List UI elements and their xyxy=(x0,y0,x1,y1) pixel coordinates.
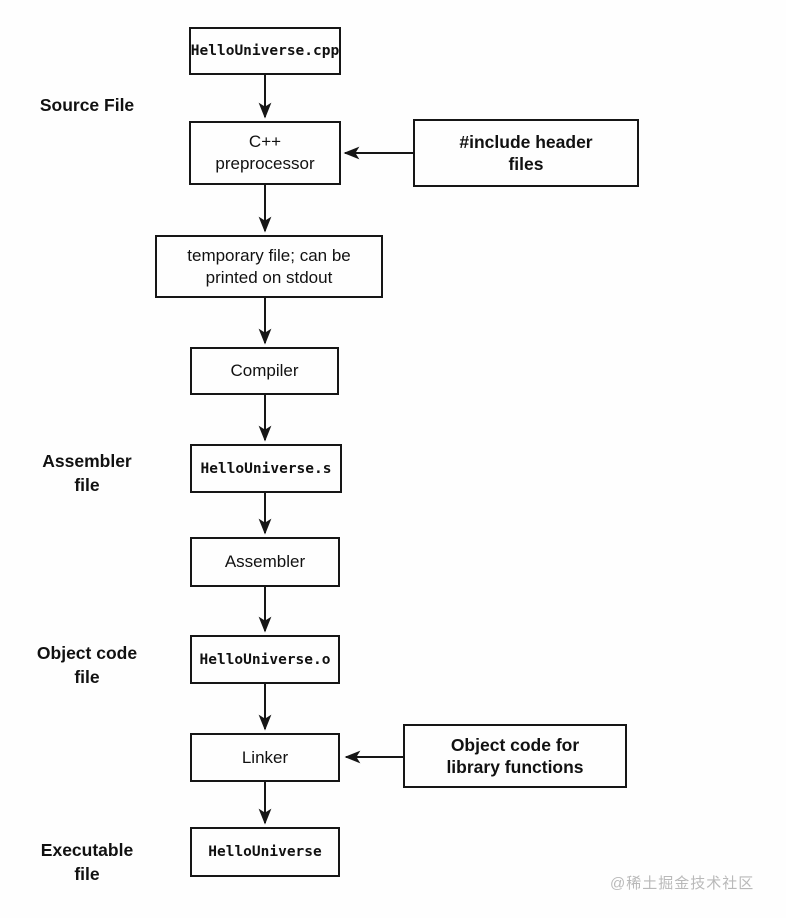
stage-label-object-code-file: Object code file xyxy=(36,643,138,687)
stage-label-executable-file: Executable file xyxy=(40,840,134,884)
node-assembler-file-box: HelloUniverse.s xyxy=(190,444,342,493)
watermark-text: @稀土掘金技术社区 xyxy=(610,875,755,892)
node-library-objects-box: Object code for library functions xyxy=(403,724,627,788)
node-executable-box: HelloUniverse xyxy=(190,827,340,877)
stage-label-source-file: Source File xyxy=(39,95,135,115)
node-linker-box: Linker xyxy=(190,733,340,782)
node-assembler-box: Assembler xyxy=(190,537,340,587)
node-temporary-file-box: temporary file; can be printed on stdout xyxy=(155,235,383,298)
node-object-file-box: HelloUniverse.o xyxy=(190,635,340,684)
node-preprocessor-box: C++ preprocessor xyxy=(189,121,341,185)
node-compiler-box: Compiler xyxy=(190,347,339,395)
node-source-file-box: HelloUniverse.cpp xyxy=(189,27,341,75)
stage-label-assembler-file: Assembler file xyxy=(42,451,132,495)
node-include-headers-box: #include header files xyxy=(413,119,639,187)
